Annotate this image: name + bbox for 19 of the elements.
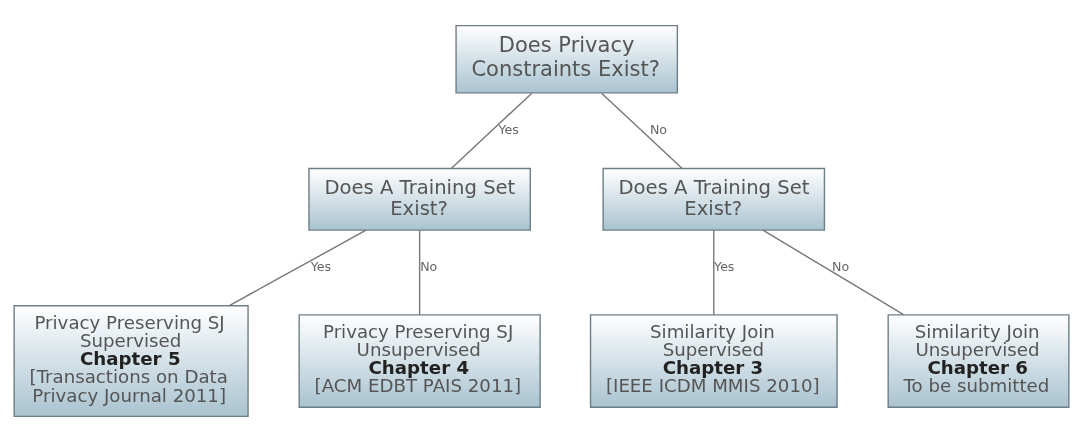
connector bbox=[713, 229, 715, 316]
connector bbox=[762, 229, 905, 316]
node-box: Privacy Preserving SJ Unsupervised Chapter 4 [ACM EDBT PAIS 2011] bbox=[298, 314, 541, 408]
node-box: Does A Training Set Exist? bbox=[602, 167, 826, 231]
connector bbox=[228, 229, 367, 307]
edge-label: No bbox=[649, 121, 668, 137]
edge-label: No bbox=[420, 259, 438, 274]
node-box: Privacy Preserving SJ Supervised Chapter 5 [Transactions on Data Privacy Journal 2011] bbox=[13, 305, 249, 418]
connector bbox=[450, 92, 533, 170]
edge-label: Yes bbox=[310, 259, 332, 274]
edge-label: No bbox=[831, 259, 850, 274]
edge-label: Yes bbox=[714, 259, 735, 274]
connector bbox=[600, 92, 683, 170]
connector bbox=[418, 229, 421, 316]
node-box: Similarity Join Unsupervised Chapter 6 To be submitted bbox=[887, 314, 1070, 408]
node-box: Does Privacy Constraints Exist? bbox=[455, 24, 679, 94]
node-box: Similarity Join Supervised Chapter 3 [IEEE ICDM MMIS 2010] bbox=[589, 314, 838, 408]
node-box: Does A Training Set Exist? bbox=[308, 167, 531, 231]
edge-label: Yes bbox=[498, 121, 519, 137]
